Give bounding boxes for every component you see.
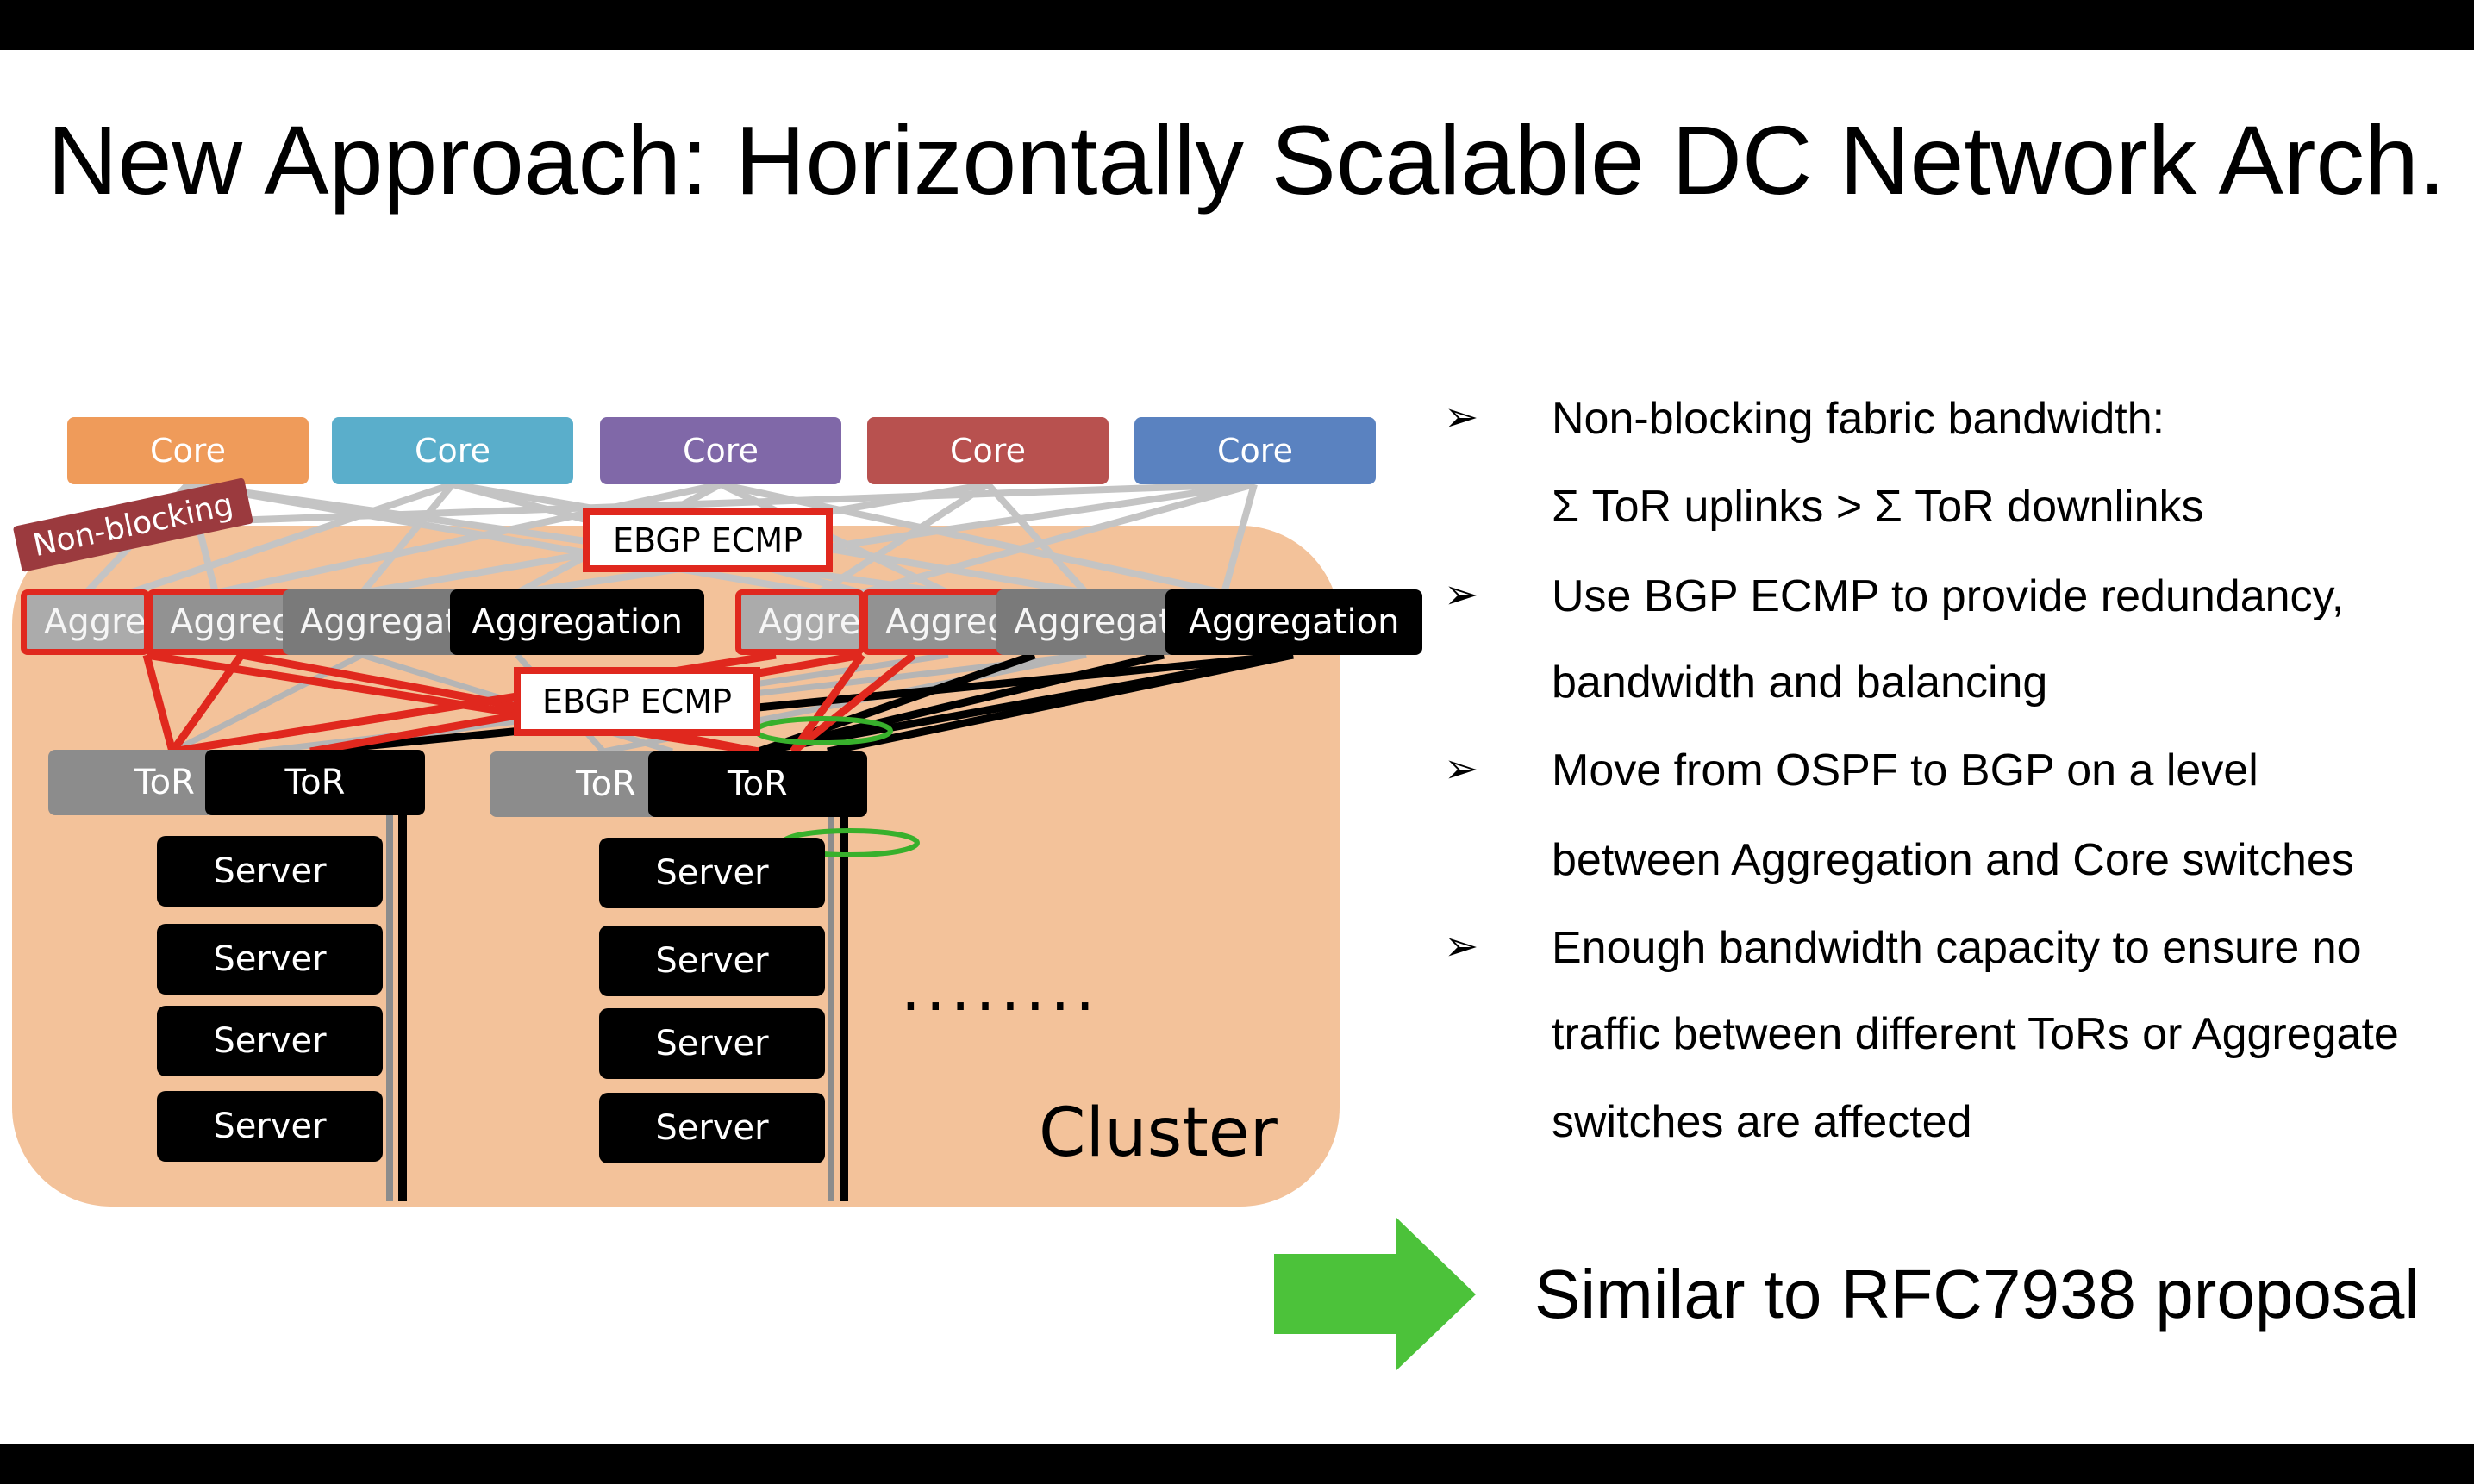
server: Server <box>157 924 383 995</box>
bullet-text: Non-blocking fabric bandwidth: <box>1552 394 2165 444</box>
bullet-arrow-icon: ➢ <box>1444 922 1479 970</box>
bullet-text: Move from OSPF to BGP on a level <box>1552 745 2258 795</box>
aggregation-switch: Aggregat <box>283 589 464 655</box>
server: Server <box>599 838 825 908</box>
tor-switch: ToR <box>48 750 221 815</box>
tor-switch: ToR <box>205 750 425 815</box>
conclusion-text: Similar to RFC7938 proposal <box>1534 1256 2421 1332</box>
server: Server <box>599 926 825 996</box>
bullet-text: bandwidth and balancing <box>1552 658 2048 708</box>
cluster-label: Cluster <box>1039 1094 1278 1172</box>
aggregation-switch: Aggregat <box>996 589 1178 655</box>
core-agg-links <box>84 481 1258 596</box>
ebgp-ecmp-label-mid: EBGP ECMP <box>514 667 760 736</box>
core-switch: Core <box>600 417 841 484</box>
right-arrow-icon <box>1274 1218 1476 1370</box>
tor-switch: ToR <box>648 751 867 817</box>
server: Server <box>157 1006 383 1076</box>
server-bus-right <box>828 814 848 1201</box>
server-bus-left <box>386 814 407 1201</box>
bullet-arrow-icon: ➢ <box>1444 745 1479 793</box>
core-switch: Core <box>867 417 1109 484</box>
aggregation-switch: Aggregation <box>1165 589 1422 655</box>
bullet-text: Σ ToR uplinks > Σ ToR downlinks <box>1552 482 2204 532</box>
server: Server <box>599 1093 825 1163</box>
slide-title: New Approach: Horizontally Scalable DC N… <box>47 106 2446 215</box>
bullet-arrow-icon: ➢ <box>1444 571 1479 619</box>
bullet-text: Use BGP ECMP to provide redundancy, <box>1552 571 2345 621</box>
aggregation-switch: Aggre <box>735 589 865 655</box>
bullet-text: switches are affected <box>1552 1097 1972 1147</box>
bullet-text: traffic between different ToRs or Aggreg… <box>1552 1009 2399 1059</box>
more-clusters-ellipsis: ........ <box>901 952 1101 1025</box>
tor-switch: ToR <box>490 751 662 817</box>
bullet-text: between Aggregation and Core switches <box>1552 835 2354 885</box>
core-switch: Core <box>332 417 573 484</box>
aggregation-switch: Aggreg <box>862 589 1013 655</box>
core-switch: Core <box>1134 417 1376 484</box>
core-switch: Core <box>67 417 309 484</box>
aggregation-switch: Aggre <box>21 589 150 655</box>
ebgp-ecmp-label-top: EBGP ECMP <box>583 508 833 572</box>
server: Server <box>157 1091 383 1162</box>
server: Server <box>599 1008 825 1079</box>
aggregation-switch: Aggreg <box>147 589 297 655</box>
aggregation-switch: Aggregation <box>450 589 704 655</box>
bullet-arrow-icon: ➢ <box>1444 393 1479 441</box>
bullet-text: Enough bandwidth capacity to ensure no <box>1552 923 2362 973</box>
server: Server <box>157 836 383 907</box>
